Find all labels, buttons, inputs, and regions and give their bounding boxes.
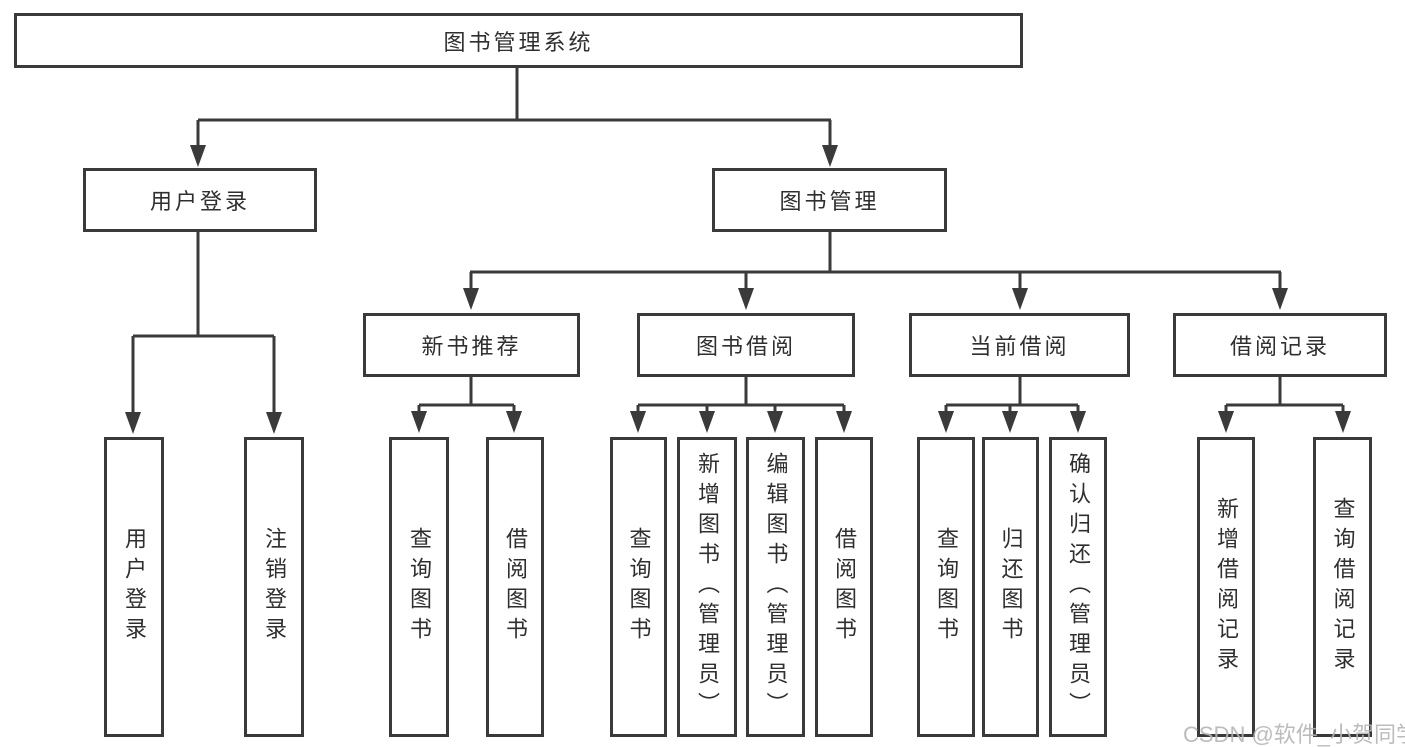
node-label: 用户登录: [149, 189, 250, 214]
node-label: 新书推荐: [421, 334, 522, 359]
node-label: 查询图书: [407, 527, 432, 647]
node-label: 查询图书: [934, 527, 959, 647]
node-label: 确认归还（管理员）: [1066, 452, 1091, 722]
node-user-login: 用户登录: [83, 168, 317, 232]
leaf-borrow-books-borrowing: 借阅图书: [815, 437, 873, 737]
leaf-logout: 注销登录: [244, 437, 304, 737]
leaf-query-books-borrowing: 查询图书: [610, 437, 667, 737]
node-borrowing-records: 借阅记录: [1173, 313, 1387, 377]
leaf-add-book-admin: 新增图书（管理员）: [677, 437, 737, 737]
node-label: 借阅图书: [503, 527, 528, 647]
leaf-confirm-return-admin: 确认归还（管理员）: [1049, 437, 1107, 737]
leaf-query-books-current: 查询图书: [917, 437, 975, 737]
node-label: 当前借阅: [969, 334, 1070, 359]
node-book-management: 图书管理: [712, 168, 947, 232]
node-label: 新增图书（管理员）: [695, 452, 720, 722]
leaf-add-borrow-record: 新增借阅记录: [1197, 437, 1255, 737]
node-label: 借阅图书: [832, 527, 857, 647]
node-book-borrowing: 图书借阅: [637, 313, 855, 377]
node-new-book-recommendation: 新书推荐: [363, 313, 580, 377]
node-label: 借阅记录: [1229, 334, 1330, 359]
leaf-edit-book-admin: 编辑图书（管理员）: [746, 437, 805, 737]
node-label: 新增借阅记录: [1214, 497, 1239, 677]
node-label: 查询图书: [626, 527, 652, 647]
node-label: 归还图书: [998, 527, 1024, 647]
leaf-user-login: 用户登录: [104, 437, 164, 737]
node-label: 图书借阅: [695, 334, 796, 359]
node-label: 图书管理: [779, 189, 880, 214]
node-label: 图书管理系统: [443, 29, 594, 55]
node-label: 查询借阅记录: [1330, 497, 1356, 677]
node-library-management-system: 图书管理系统: [14, 13, 1023, 68]
leaf-query-books-recommend: 查询图书: [389, 437, 449, 737]
node-label: 注销登录: [262, 527, 287, 647]
leaf-borrow-books-recommend: 借阅图书: [486, 437, 544, 737]
node-label: 用户登录: [122, 527, 147, 647]
leaf-query-borrow-record: 查询借阅记录: [1313, 437, 1372, 737]
node-current-borrowing: 当前借阅: [909, 313, 1130, 377]
leaf-return-book: 归还图书: [982, 437, 1039, 737]
csdn-watermark: CSDN @软件_小贺同学: [1183, 722, 1405, 747]
node-label: 编辑图书（管理员）: [763, 452, 789, 722]
